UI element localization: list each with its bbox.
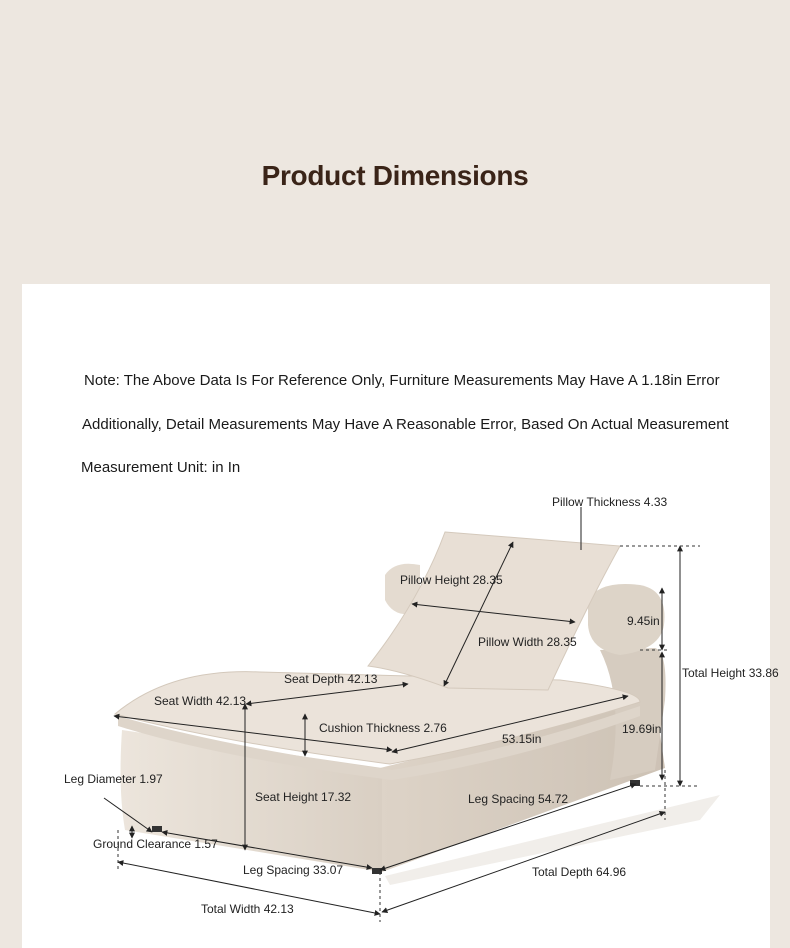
dim-seat-depth	[245, 681, 409, 707]
dim-leg-diameter	[103, 797, 153, 833]
dim-total-depth	[381, 810, 666, 914]
label-pillow-width: Pillow Width 28.35	[478, 635, 577, 649]
dim-inner-length	[391, 694, 629, 754]
bolster-pillow	[385, 563, 420, 615]
bolster-pillow-right	[588, 584, 665, 655]
label-leg-diameter: Leg Diameter 1.97	[64, 772, 163, 786]
label-total-width: Total Width 42.13	[201, 902, 294, 916]
label-bolster: 9.45in	[627, 614, 660, 628]
note-reference: Note: The Above Data Is For Reference On…	[84, 372, 720, 389]
note-unit: Measurement Unit: in In	[81, 459, 241, 476]
dim-seat-width	[113, 713, 393, 753]
label-ground-clearance: Ground Clearance 1.57	[93, 837, 218, 851]
label-seat-width: Seat Width 42.13	[154, 694, 246, 708]
label-seat-height: Seat Height 17.32	[255, 790, 351, 804]
label-total-height: Total Height 33.86	[682, 666, 779, 680]
label-inner-length: 53.15in	[502, 732, 541, 746]
leg-front-left	[152, 826, 162, 832]
header-band	[0, 0, 790, 284]
label-leg-spacing-long: Leg Spacing 54.72	[468, 792, 568, 806]
page-title: Product Dimensions	[261, 160, 529, 191]
note-error: Additionally, Detail Measurements May Ha…	[82, 416, 729, 433]
label-leg-spacing-short: Leg Spacing 33.07	[243, 863, 343, 877]
label-pillow-thickness: Pillow Thickness 4.33	[552, 495, 667, 509]
label-cushion-thickness: Cushion Thickness 2.76	[319, 721, 447, 735]
dim-pillow-width	[411, 601, 576, 625]
label-pillow-height: Pillow Height 28.35	[400, 573, 503, 587]
dim-total-width	[117, 860, 381, 916]
label-seat-depth: Seat Depth 42.13	[284, 672, 378, 686]
label-arm-height: 19.69in	[622, 722, 661, 736]
label-total-depth: Total Depth 64.96	[532, 865, 626, 879]
